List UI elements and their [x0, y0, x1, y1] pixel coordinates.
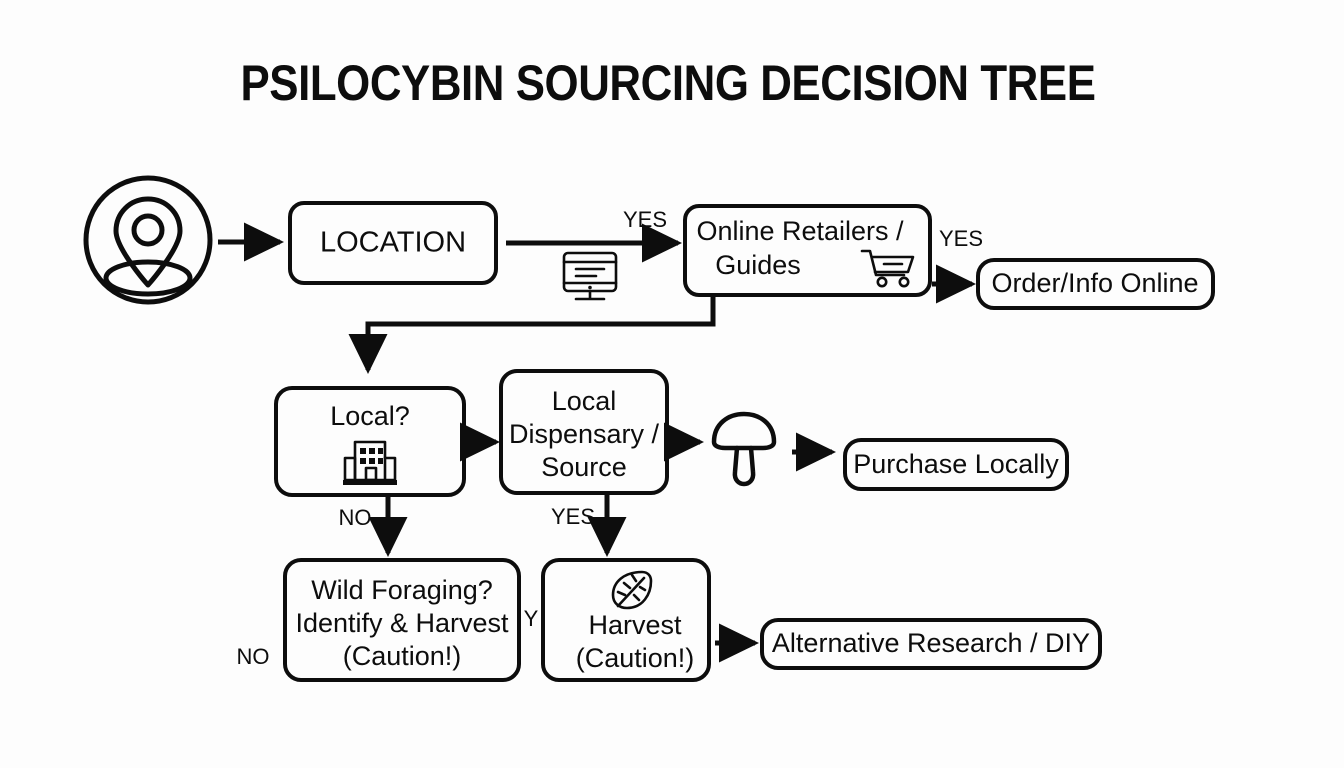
node-alternative-research[interactable]: Alternative Research / DIY [760, 618, 1102, 670]
node-local-dispensary-line1: Local [552, 386, 617, 416]
edge-label-foraging-no: NO [237, 644, 270, 669]
node-online-retailers[interactable]: Online Retailers / Guides [683, 204, 932, 297]
node-wild-foraging-line3: (Caution!) [343, 641, 462, 671]
start-node-location-pin [83, 175, 213, 305]
node-location-label: LOCATION [320, 227, 466, 259]
location-pin-icon [103, 196, 193, 297]
node-local-question-label: Local? [330, 401, 410, 431]
page-title: PSILOCYBIN SOURCING DECISION TREE [241, 55, 1096, 111]
node-harvest-line1: Harvest [588, 610, 682, 640]
node-local-dispensary-line2: Dispensary / [509, 419, 660, 449]
node-wild-foraging-line2: Identify & Harvest [295, 608, 509, 638]
node-harvest[interactable]: Harvest (Caution!) [541, 558, 711, 682]
edge-label-local-no: NO [339, 505, 372, 530]
node-online-retailers-rect[interactable] [683, 204, 932, 297]
edge-label-location-to-online: YES [623, 207, 667, 232]
node-wild-foraging[interactable]: Wild Foraging? Identify & Harvest (Cauti… [283, 558, 521, 682]
node-purchase-locally-rect[interactable] [843, 438, 1069, 491]
node-harvest-rect[interactable] [541, 558, 711, 682]
node-alternative-research-label: Alternative Research / DIY [772, 628, 1090, 658]
node-order-info-online[interactable]: Order/Info Online [976, 258, 1215, 310]
node-online-retailers-line2: Guides [715, 250, 801, 280]
node-harvest-line2: (Caution!) [576, 643, 695, 673]
node-local-question[interactable]: Local? [274, 386, 466, 497]
edge-label-foraging-to-harvest: Y [524, 606, 539, 631]
node-order-info-online-label: Order/Info Online [991, 268, 1198, 298]
node-local-dispensary-line3: Source [541, 452, 627, 482]
node-local-dispensary[interactable]: Local Dispensary / Source [499, 369, 669, 495]
node-wild-foraging-line1: Wild Foraging? [311, 575, 493, 605]
node-alternative-research-rect[interactable] [760, 618, 1102, 670]
edge-online-to-local [348, 295, 716, 375]
node-location-rect[interactable] [288, 201, 498, 285]
monitor-icon [562, 251, 618, 301]
node-location[interactable]: LOCATION [288, 201, 498, 285]
node-purchase-locally-label: Purchase Locally [853, 449, 1059, 479]
building-icon [343, 440, 397, 485]
edge-label-online-to-order: YES [939, 226, 983, 251]
node-purchase-locally[interactable]: Purchase Locally [843, 438, 1069, 491]
mushroom-icon [711, 411, 777, 487]
leaf-icon [611, 570, 653, 610]
node-online-retailers-line1: Online Retailers / [696, 216, 904, 246]
node-order-info-online-rect[interactable] [976, 258, 1215, 310]
shopping-cart-icon [860, 249, 915, 288]
edge-label-dispensary-yes: YES [551, 504, 595, 529]
node-wild-foraging-rect[interactable] [283, 558, 521, 682]
